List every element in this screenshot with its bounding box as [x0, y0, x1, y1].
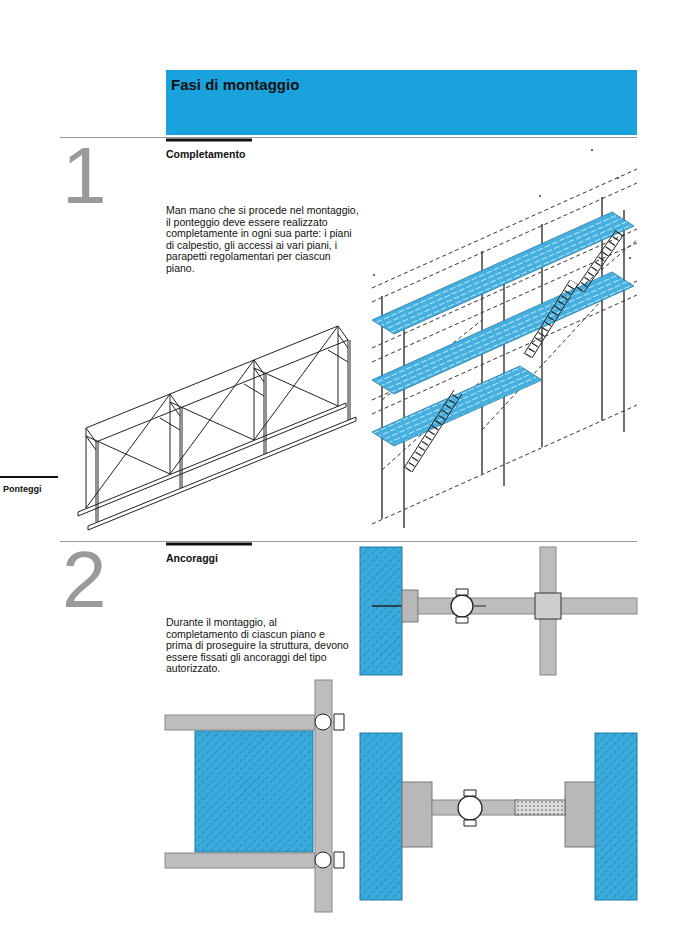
body-text: Man mano che si procede nel montaggio, i…	[166, 205, 361, 274]
section-heading: Completamento	[166, 148, 346, 161]
scaffold-view	[372, 149, 637, 528]
page-title: Fasi di montaggio	[171, 76, 611, 94]
anchor-detail	[165, 680, 344, 912]
tab-rule	[0, 476, 58, 478]
header-band	[166, 70, 637, 135]
section-tab: Ponteggi	[3, 484, 59, 495]
section-heading: Ancoraggi	[166, 552, 346, 565]
anchor-detail	[360, 733, 637, 900]
anchor-detail	[360, 547, 637, 675]
section-rule	[60, 137, 637, 138]
heading-bar	[166, 543, 252, 546]
frame-scaffold	[78, 326, 356, 530]
step-number: 1	[62, 136, 122, 216]
heading-bar	[166, 139, 252, 142]
body-text: Durante il montaggio, al completamento d…	[166, 617, 351, 675]
step-number: 2	[62, 540, 122, 620]
section-rule	[60, 541, 637, 542]
